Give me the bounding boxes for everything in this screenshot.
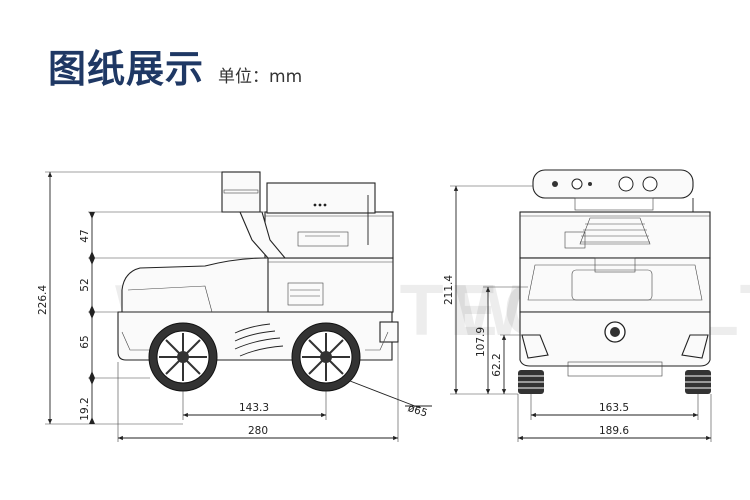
front-view: 211.4 107.9 62.2 163.5 189.6	[443, 169, 712, 442]
dim-total-height: 226.4	[37, 285, 49, 315]
dim-track-width: 163.5	[599, 402, 629, 414]
side-view: 226.4 47 52 65 19.2 143.3 280 ø65	[37, 171, 432, 442]
side-body-dome	[121, 257, 279, 313]
front-mid-deck	[519, 257, 711, 313]
side-bumper	[379, 321, 399, 343]
dim-upper-height: 47	[79, 229, 91, 242]
dim-chassis-height: 65	[79, 335, 91, 348]
page-title: 图纸展示	[48, 47, 205, 91]
dim-front-height: 211.4	[443, 275, 455, 305]
side-mid-deck	[267, 257, 394, 313]
dim-ground-clearance: 19.2	[79, 397, 91, 420]
side-lidar	[266, 182, 376, 214]
dim-wheelbase: 143.3	[239, 402, 269, 414]
side-rear-wheel	[148, 322, 218, 392]
front-upper-deck	[519, 211, 711, 259]
dim-width: 189.6	[599, 425, 629, 437]
unit-label: 单位：mm	[218, 67, 303, 87]
dim-wheel-diameter: ø65	[406, 402, 429, 420]
dim-mid-height: 52	[79, 278, 91, 291]
dim-length: 280	[248, 425, 268, 437]
side-upper-deck	[264, 211, 394, 259]
side-front-wheel	[291, 322, 361, 392]
side-camera	[221, 171, 261, 213]
dim-chassis-front-height: 62.2	[491, 353, 503, 376]
dim-deck-height: 107.9	[475, 327, 487, 357]
header: 图纸展示 单位：mm	[48, 50, 302, 88]
